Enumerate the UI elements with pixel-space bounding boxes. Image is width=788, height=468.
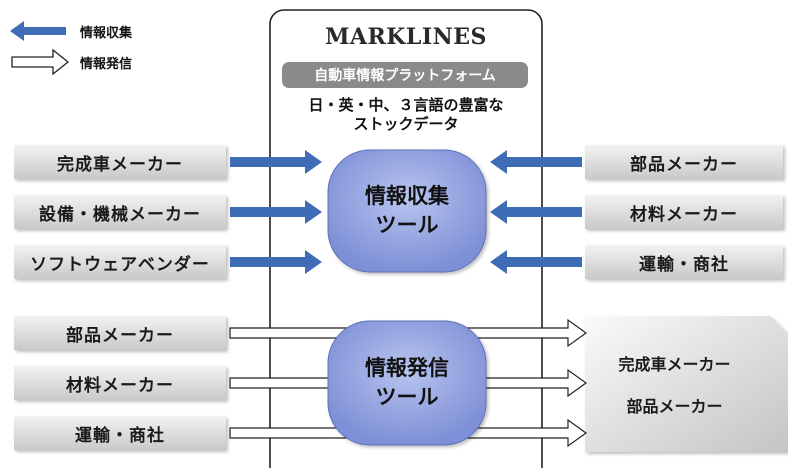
right-source-1: 部品メーカー	[630, 154, 738, 175]
left-source-2: 設備・機械メーカー	[39, 204, 201, 225]
target-group: 完成車メーカー 部品メーカー	[585, 316, 788, 452]
collect-tool-line-2: ツール	[375, 213, 439, 237]
left-source-1: 完成車メーカー	[57, 154, 183, 175]
right-source-3: 運輸・商社	[639, 254, 729, 275]
right-source-2: 材料メーカー	[630, 204, 738, 225]
collect-tool: 情報収集 ツール	[328, 150, 486, 272]
legend-send-arrow	[11, 48, 70, 76]
send-tool: 情報発信 ツール	[328, 321, 486, 445]
collect-tool-shape	[327, 149, 487, 273]
legend-collect-arrow	[10, 21, 66, 41]
target-box	[585, 316, 788, 452]
tagline-line-2: ストックデータ	[353, 115, 459, 133]
tagline-line-1: 日・英・中、３言語の豊富な	[308, 96, 504, 114]
sender-1: 部品メーカー	[66, 325, 174, 346]
right-box-1	[585, 145, 783, 179]
marklines-logo: MARKLINES	[325, 24, 487, 50]
sender-box-3	[14, 416, 226, 450]
target-2: 部品メーカー	[626, 397, 723, 416]
collect-arrow-left-1	[230, 150, 322, 174]
sender-box-2	[14, 366, 226, 400]
send-tool-line-1: 情報発信	[365, 356, 449, 380]
collect-tool-line-1: 情報収集	[365, 184, 449, 208]
collect-arrow-left-3	[230, 250, 322, 274]
left-source-3: ソフトウェアベンダー	[30, 254, 210, 275]
right-box-3	[585, 245, 783, 279]
platform-tagline: 日・英・中、３言語の豊富な ストックデータ	[270, 96, 542, 134]
legend-send-label: 情報発信	[80, 57, 133, 72]
target-1: 完成車メーカー	[618, 355, 731, 374]
sender-3: 運輸・商社	[75, 425, 165, 446]
collect-arrow-right-3	[490, 250, 582, 274]
left-box-2	[14, 195, 226, 229]
sender-2: 材料メーカー	[66, 375, 174, 396]
left-box-1	[14, 145, 226, 179]
legend-collect-label: 情報収集	[80, 26, 133, 41]
left-box-3	[14, 245, 226, 279]
collect-arrow-right-1	[490, 150, 582, 174]
platform-banner: 自動車情報プラットフォーム	[282, 62, 528, 88]
send-tool-shape	[327, 320, 487, 446]
collect-arrow-right-2	[490, 200, 582, 224]
send-tool-line-2: ツール	[375, 385, 439, 409]
collect-arrow-left-2	[230, 200, 322, 224]
right-box-2	[585, 195, 783, 229]
sender-box-1	[14, 316, 226, 350]
